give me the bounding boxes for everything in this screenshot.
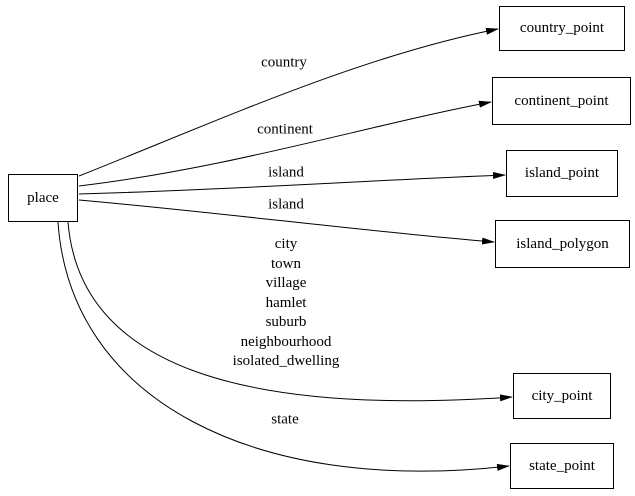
edge-place-to-continent_point — [78, 100, 492, 187]
node-city_point: city_point — [513, 373, 611, 419]
edge-place-to-country_point — [78, 27, 499, 177]
edge-place-to-island_point — [78, 171, 506, 195]
node-label: place — [27, 189, 59, 206]
edge-label-place-to-country_point: country — [261, 54, 307, 71]
edge-label-place-to-island_polygon: island — [268, 196, 304, 213]
node-island_polygon: island_polygon — [495, 220, 630, 268]
node-country_point: country_point — [499, 6, 625, 51]
node-label: country_point — [519, 20, 605, 36]
edge-label-place-to-city_point: city town village hamlet suburb neighbou… — [232, 235, 340, 369]
edge-group — [57, 27, 513, 472]
node-label: continent_point — [514, 92, 609, 109]
node-continent_point: continent_point — [492, 77, 631, 125]
node-label: state_point — [529, 457, 595, 474]
node-label: island_polygon — [516, 235, 609, 252]
node-state_point: state_point — [510, 443, 614, 489]
node-label: island_point — [524, 165, 600, 181]
node-label: city_point — [531, 387, 593, 404]
node-island_point: island_point — [506, 150, 618, 197]
edge-place-to-city_point — [67, 221, 513, 402]
edge-label-place-to-state_point: state — [271, 411, 299, 428]
edge-place-to-state_point — [57, 221, 510, 472]
edge-label-place-to-continent_point: continent — [257, 121, 313, 138]
edge-place-to-island_polygon — [78, 199, 495, 245]
node-place: place — [8, 174, 78, 222]
edge-label-place-to-island_point: island — [268, 164, 304, 181]
